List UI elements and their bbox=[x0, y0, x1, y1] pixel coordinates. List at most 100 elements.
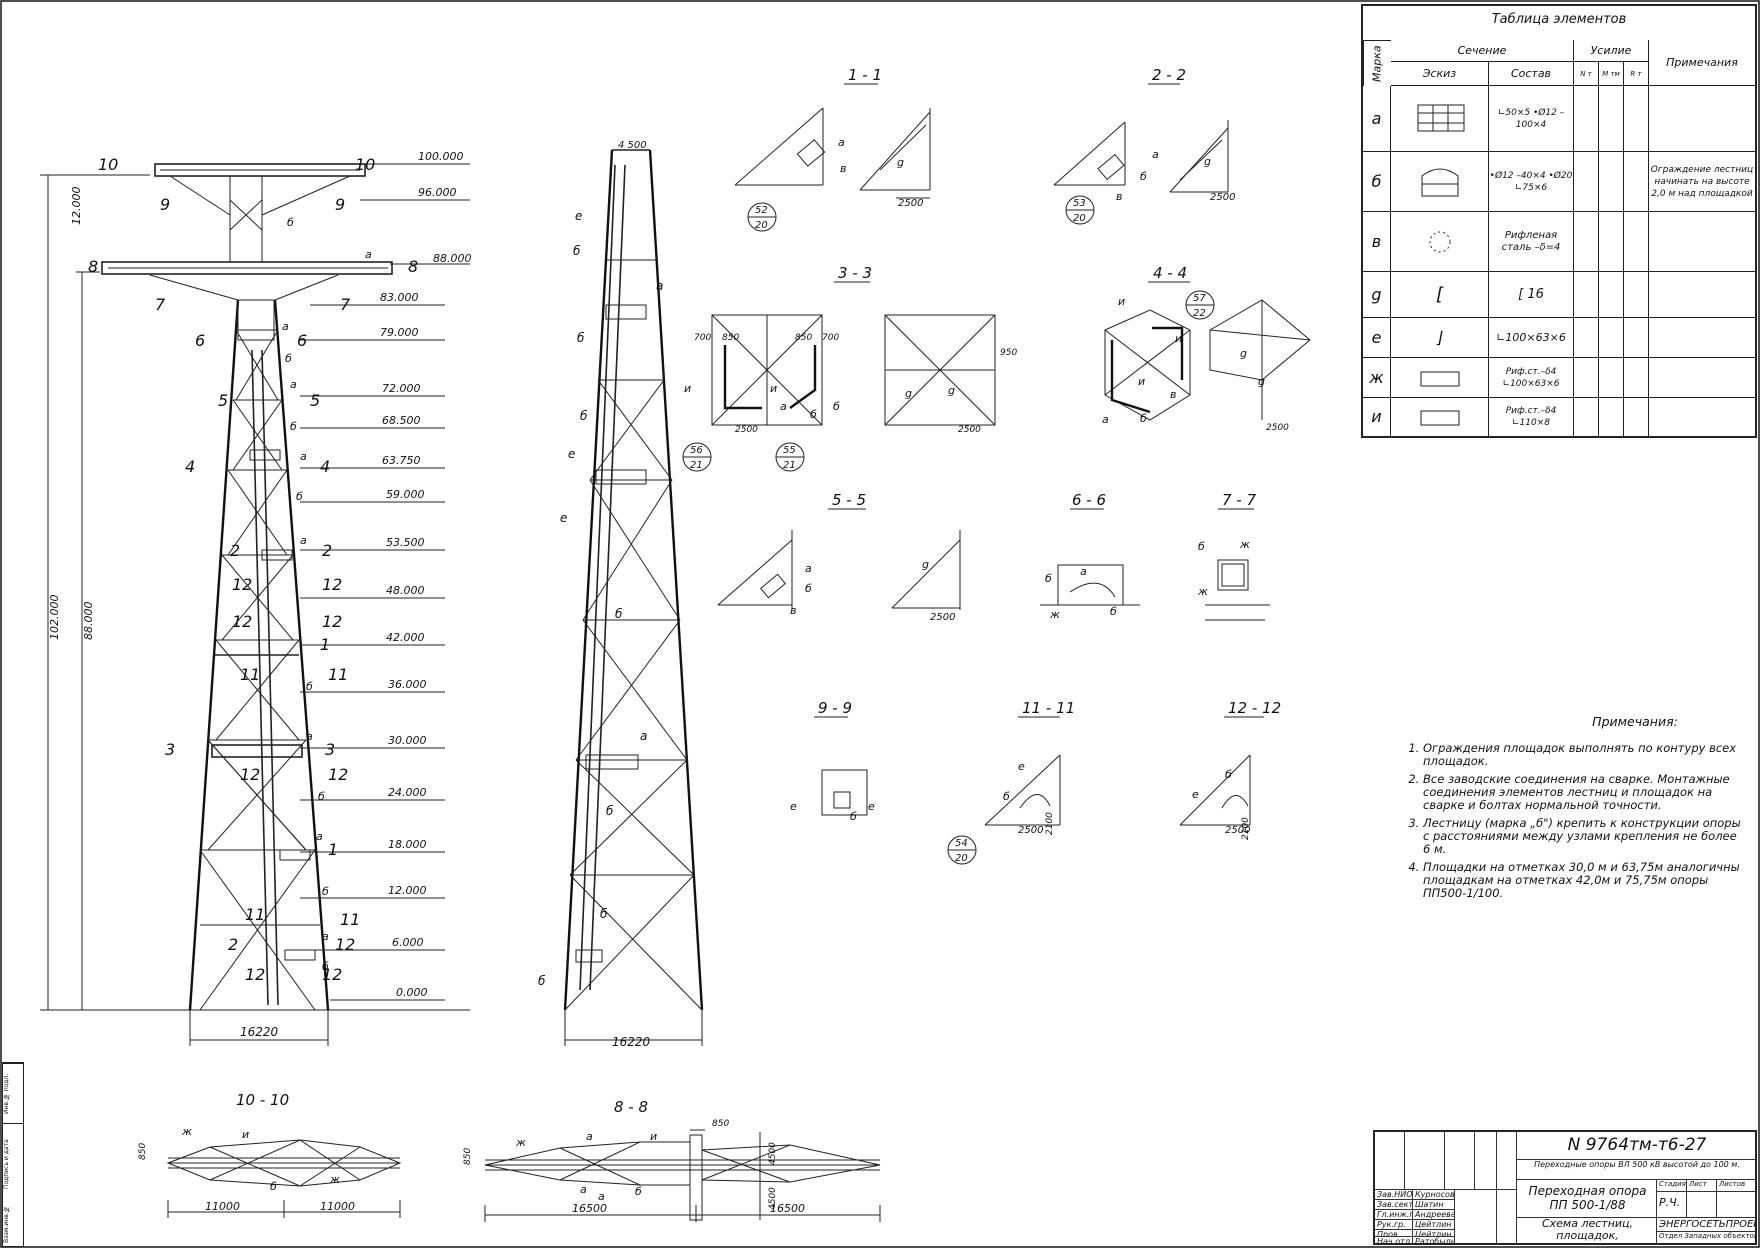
elev-100: 100.000 bbox=[418, 150, 464, 163]
role-3: Гл.инж.пр. bbox=[1375, 1210, 1413, 1220]
svg-text:и: и bbox=[242, 1128, 249, 1141]
svg-text:б: б bbox=[635, 1185, 642, 1198]
svg-text:в: в bbox=[790, 604, 796, 617]
row-b-composition: •Ø12 –40×4 •Ø20 ∟75×6 bbox=[1489, 152, 1574, 212]
svg-text:2500: 2500 bbox=[1225, 825, 1250, 836]
svg-text:7 - 7: 7 - 7 bbox=[1222, 491, 1256, 509]
svg-text:б: б bbox=[1140, 412, 1147, 425]
platforms bbox=[101, 163, 393, 961]
svg-text:б: б bbox=[1140, 170, 1147, 183]
svg-text:в: в bbox=[1170, 388, 1176, 401]
svg-text:а: а bbox=[780, 400, 787, 413]
svg-text:в: в bbox=[1116, 190, 1122, 203]
svg-text:12: 12 bbox=[240, 765, 260, 784]
svg-text:2 - 2: 2 - 2 bbox=[1152, 66, 1186, 84]
svg-text:6 - 6: 6 - 6 bbox=[1072, 491, 1106, 509]
svg-text:б: б bbox=[287, 216, 294, 229]
svg-text:б: б bbox=[850, 810, 857, 823]
svg-text:g: g bbox=[1204, 155, 1211, 168]
svg-text:е: е bbox=[868, 800, 875, 813]
org-sub: Отдел Западных объектов bbox=[1659, 1232, 1755, 1240]
svg-text:5: 5 bbox=[310, 391, 320, 410]
svg-text:а: а bbox=[300, 534, 307, 547]
elev-6: 6.000 bbox=[392, 936, 424, 949]
svg-text:700: 700 bbox=[822, 333, 839, 343]
section-10-10 bbox=[166, 1139, 402, 1218]
svg-text:1: 1 bbox=[320, 635, 330, 654]
row-i-mark: и bbox=[1363, 398, 1391, 436]
svg-text:ж: ж bbox=[181, 1125, 192, 1138]
svg-text:б: б bbox=[573, 244, 581, 258]
svg-text:9: 9 bbox=[335, 195, 345, 214]
side-box-inv: Инв.№ подл. bbox=[3, 1063, 23, 1124]
svg-text:3 - 3: 3 - 3 bbox=[838, 264, 872, 282]
svg-text:е: е bbox=[790, 800, 797, 813]
col-section: Сечение bbox=[1391, 40, 1574, 62]
svg-text:53: 53 bbox=[1073, 198, 1086, 209]
elev-36: 36.000 bbox=[388, 678, 427, 691]
table-title: Таблица элементов bbox=[1491, 12, 1627, 27]
elev-12: 12.000 bbox=[388, 884, 427, 897]
svg-text:и: и bbox=[1138, 375, 1145, 388]
svg-text:а: а bbox=[306, 730, 313, 743]
svg-text:7: 7 bbox=[155, 295, 166, 314]
row-b-mark: б bbox=[1363, 152, 1391, 212]
svg-text:57: 57 bbox=[1193, 293, 1206, 304]
svg-text:700: 700 bbox=[694, 333, 711, 343]
svg-text:и: и bbox=[684, 382, 691, 395]
svg-text:950: 950 bbox=[1000, 348, 1017, 358]
svg-text:12: 12 bbox=[232, 575, 252, 594]
svg-text:20: 20 bbox=[1073, 213, 1086, 224]
svg-text:а: а bbox=[1102, 413, 1109, 426]
svg-text:8: 8 bbox=[408, 257, 418, 276]
stage-value: Р.Ч. bbox=[1657, 1192, 1687, 1218]
svg-text:а: а bbox=[656, 279, 663, 293]
svg-text:б: б bbox=[606, 804, 614, 818]
svg-text:и: и bbox=[770, 382, 777, 395]
svg-text:ж: ж bbox=[1197, 585, 1208, 598]
row-zh-mark: ж bbox=[1363, 358, 1391, 398]
section-8-8 bbox=[484, 1129, 881, 1222]
side-letters: е б а б б е е б а б б б bbox=[538, 209, 663, 988]
tower-side-view: 4 500 е б а б б е е б а б б б 16220 bbox=[538, 140, 704, 1049]
elev-6375: 63.750 bbox=[382, 454, 421, 467]
elev-535: 53.500 bbox=[386, 536, 425, 549]
svg-text:б: б bbox=[580, 409, 588, 423]
svg-text:850: 850 bbox=[138, 1143, 148, 1160]
svg-text:9 - 9: 9 - 9 bbox=[818, 699, 852, 717]
svg-text:850: 850 bbox=[463, 1148, 473, 1165]
elev-685: 68.500 bbox=[382, 414, 421, 427]
svg-text:а: а bbox=[1080, 565, 1087, 578]
stage-label: Стадия bbox=[1657, 1180, 1687, 1192]
row-a-sketch bbox=[1391, 86, 1489, 152]
svg-text:11000: 11000 bbox=[205, 1200, 240, 1213]
svg-text:а: а bbox=[598, 1190, 605, 1203]
row-a-note bbox=[1649, 86, 1755, 152]
svg-text:8: 8 bbox=[88, 257, 98, 276]
col-force-r: R т bbox=[1624, 62, 1649, 86]
svg-text:б: б bbox=[306, 680, 313, 693]
lower-height-dim: 88.000 bbox=[82, 602, 95, 641]
svg-text:g: g bbox=[905, 387, 912, 400]
svg-text:б: б bbox=[1110, 605, 1117, 618]
svg-text:52: 52 bbox=[755, 205, 768, 216]
svg-text:а: а bbox=[805, 562, 812, 575]
svg-text:а: а bbox=[322, 930, 329, 943]
side-top-dim: 4 500 bbox=[618, 140, 647, 151]
svg-text:10 - 10: 10 - 10 bbox=[236, 1091, 289, 1109]
svg-text:б: б bbox=[833, 400, 840, 413]
elev-88: 88.000 bbox=[433, 252, 472, 265]
elev-48: 48.000 bbox=[386, 584, 425, 597]
svg-text:11: 11 bbox=[240, 665, 260, 684]
row-zh-sketch bbox=[1391, 358, 1489, 398]
svg-text:3: 3 bbox=[165, 740, 175, 759]
tower-front-view: 102.000 88.000 12.000 bbox=[40, 150, 472, 1046]
svg-text:б: б bbox=[290, 420, 297, 433]
svg-text:850: 850 bbox=[795, 333, 812, 343]
